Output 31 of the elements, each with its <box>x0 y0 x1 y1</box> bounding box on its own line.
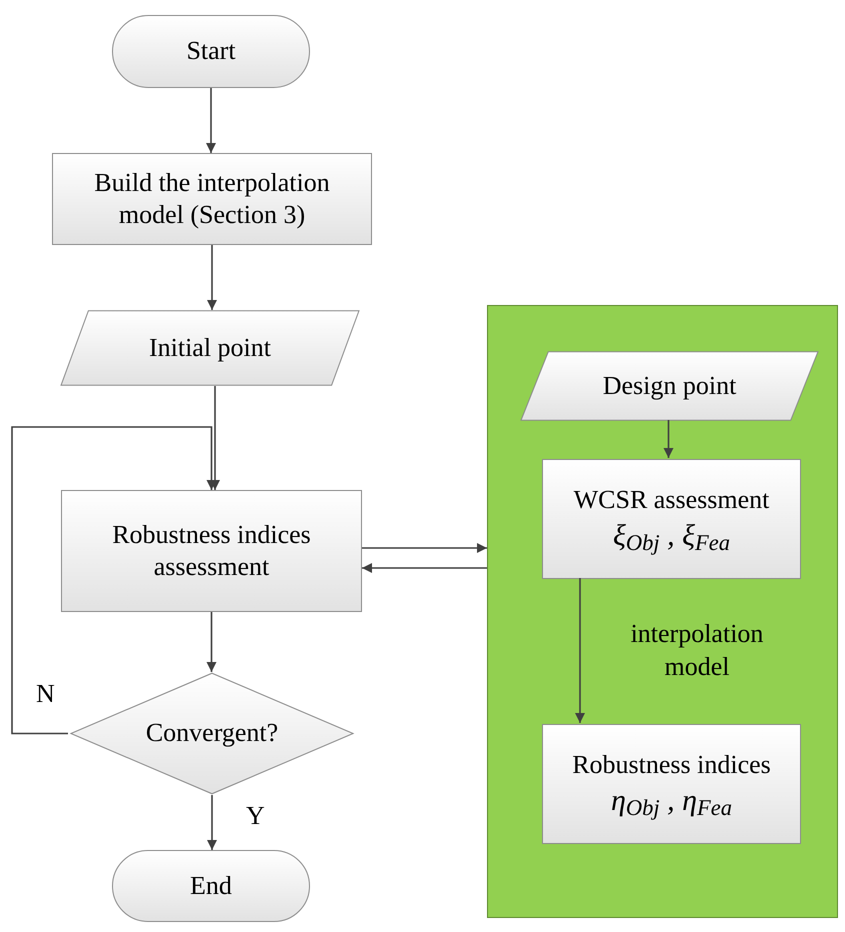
arrow <box>575 578 585 723</box>
arrow <box>362 543 487 553</box>
panel-background <box>487 305 838 918</box>
process-box <box>542 724 801 844</box>
node-label: Design point <box>602 370 738 402</box>
node-label: Robustness indices assessment <box>111 518 312 583</box>
node-label: Initial point <box>148 332 272 364</box>
node-label: WCSR assessment <box>572 484 770 516</box>
arrow <box>206 88 216 153</box>
node-label: End <box>189 870 233 902</box>
arrow <box>11 426 216 734</box>
formula-text: ξ$_{Obj}$ , ξ$_{Fea}$ <box>612 518 731 554</box>
arrow <box>664 420 674 458</box>
arrow <box>207 795 217 850</box>
formula-text: η$_{Obj}$ , η$_{Fea}$ <box>610 782 733 819</box>
process-box <box>61 490 362 612</box>
node-label: Robustness indices <box>571 749 772 781</box>
edge-label: N <box>36 678 55 710</box>
edge-label: interpolation model <box>630 618 764 682</box>
process-box <box>52 153 372 245</box>
data-parallelogram <box>58 310 362 386</box>
node-label: Start <box>185 35 237 68</box>
decision-diamond <box>68 672 356 795</box>
edge-label: Y <box>246 800 265 832</box>
process-box <box>542 459 801 579</box>
arrow <box>207 245 217 310</box>
arrow <box>362 563 487 573</box>
node-label: Build the interpolation model (Section 3) <box>93 166 331 231</box>
data-parallelogram <box>518 351 821 421</box>
arrow <box>206 612 216 672</box>
node-label: Convergent? <box>144 717 280 750</box>
